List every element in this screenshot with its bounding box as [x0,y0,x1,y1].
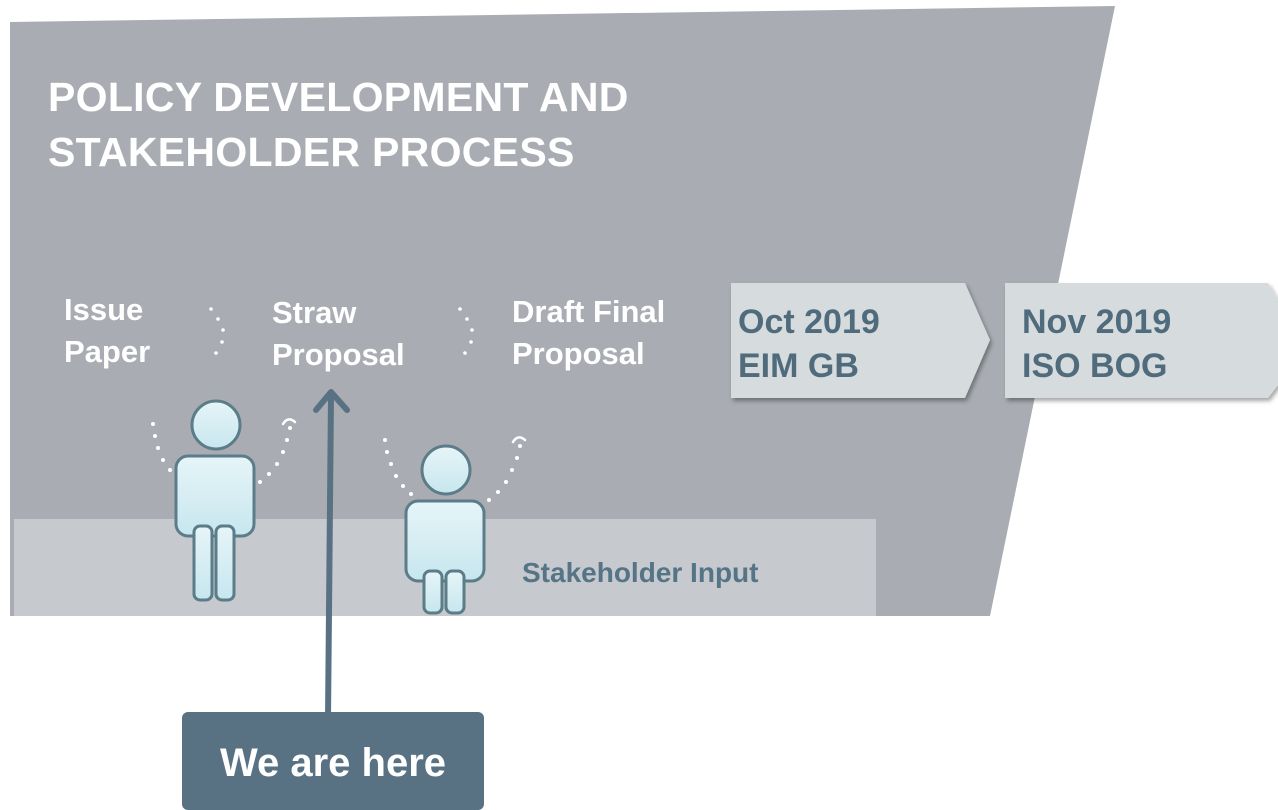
stage-label: Proposal [512,336,645,371]
milestone-box-oct [731,283,990,398]
current-marker-box [182,712,484,810]
dotted-arrow-icon [151,422,522,502]
diagram-title: POLICY DEVELOPMENT AND STAKEHOLDER PROCE… [48,70,808,180]
stage-draft-final-proposal: Draft Final Proposal [512,291,665,375]
milestone-date: Oct 2019 [738,303,880,341]
milestone-body: EIM GB [738,347,859,385]
person-icon [174,399,256,602]
stage-label: Draft Final [512,294,666,329]
milestone-box-nov [1005,283,1278,398]
person-icon [404,444,486,615]
stage-label: Issue [64,292,144,327]
swirl-hook-icon [511,436,527,444]
stage-connector-2 [458,307,474,355]
process-panel [10,6,1115,616]
milestone-body: ISO BOG [1022,347,1168,385]
up-arrow-icon [313,389,350,721]
milestone-nov-2019: Nov 2019 ISO BOG [1022,300,1171,388]
milestone-date: Nov 2019 [1022,303,1172,341]
title-line: POLICY DEVELOPMENT AND [48,74,629,120]
stage-label: Paper [64,334,151,369]
current-marker-label: We are here [219,741,447,785]
stage-label: Straw [272,295,357,330]
stage-straw-proposal: Straw Proposal [272,292,405,376]
stage-connector-1 [209,307,225,355]
swirl-hook-icon [281,418,297,426]
stakeholder-input-label: Stakeholder Input [522,557,759,588]
milestone-oct-2019: Oct 2019 EIM GB [738,300,880,388]
stage-issue-paper: Issue Paper [64,289,150,373]
stage-label: Proposal [272,337,405,372]
title-line: STAKEHOLDER PROCESS [48,129,575,175]
